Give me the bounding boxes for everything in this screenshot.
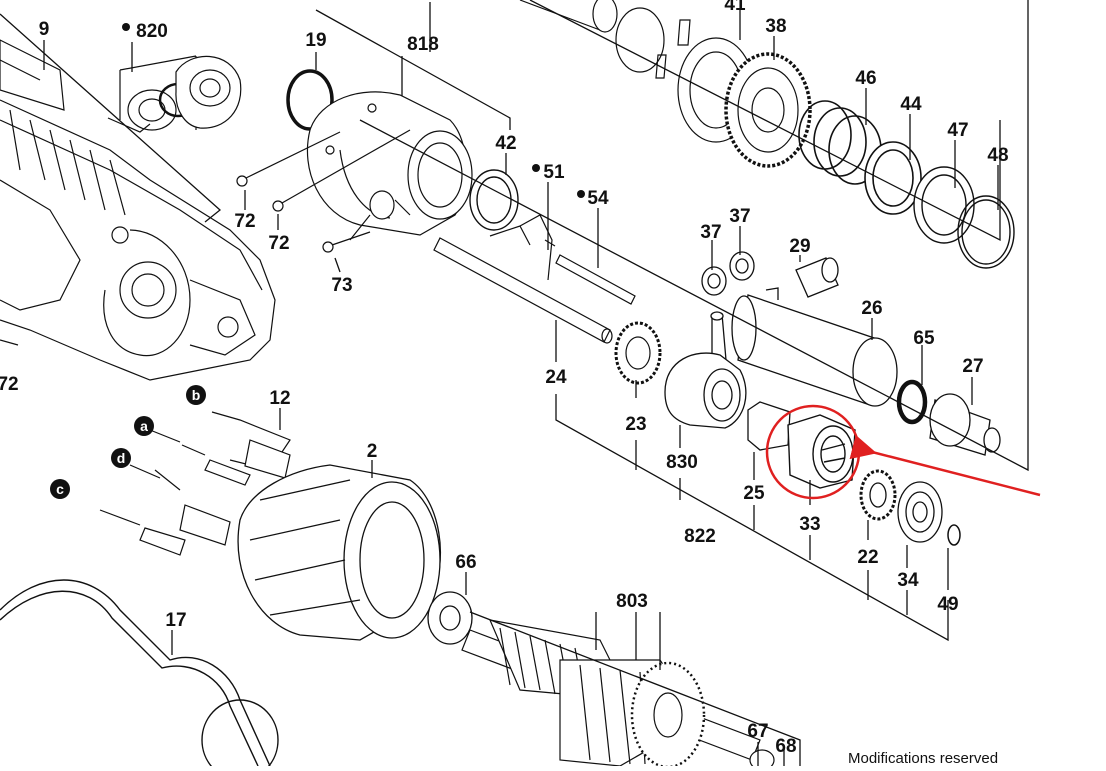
part-label-19: 19 bbox=[305, 30, 326, 51]
pin-29 bbox=[795, 257, 839, 298]
housing-part-9 bbox=[0, 39, 276, 381]
part-label-9: 9 bbox=[39, 19, 50, 40]
badge-letter-c: c bbox=[56, 481, 64, 497]
part-label-72-a: 72 bbox=[234, 211, 255, 232]
part-label-41: 41 bbox=[724, 0, 746, 15]
part-labels: 9 820 19 818 41 38 46 44 47 48 42 51 54 … bbox=[0, 0, 1009, 757]
highlight-arrow bbox=[849, 434, 1041, 497]
part-25 bbox=[747, 401, 791, 451]
part-label-38: 38 bbox=[765, 16, 786, 37]
o-ring-65 bbox=[896, 379, 928, 425]
gear-22 bbox=[859, 469, 897, 521]
part-label-46: 46 bbox=[855, 68, 876, 89]
wobble-bearing-830 bbox=[664, 311, 747, 429]
badge-letter-d: d bbox=[117, 450, 126, 466]
part-label-2: 2 bbox=[367, 441, 378, 462]
leader-lines bbox=[0, 0, 1029, 766]
badge-letter-b: b bbox=[192, 387, 201, 403]
part-label-42: 42 bbox=[495, 133, 516, 154]
connector-badge-b: b bbox=[186, 385, 206, 405]
part-label-54: 54 bbox=[587, 188, 609, 209]
part-label-29: 29 bbox=[789, 236, 810, 257]
part-label-22: 22 bbox=[857, 547, 878, 568]
shaft-24 bbox=[433, 214, 636, 344]
part-label-68: 68 bbox=[775, 736, 796, 757]
stator-2 bbox=[237, 464, 442, 641]
connector-badge-c: c bbox=[50, 479, 70, 499]
brush-holder-12 bbox=[99, 411, 291, 556]
part-label-67: 67 bbox=[747, 721, 768, 742]
part-27 bbox=[929, 393, 1001, 456]
bullet-820 bbox=[122, 23, 130, 31]
gasket-17 bbox=[0, 579, 279, 771]
armature-803 bbox=[461, 619, 775, 771]
part-label-73: 73 bbox=[331, 275, 352, 296]
part-label-818: 818 bbox=[407, 34, 439, 55]
springs-46-44 bbox=[798, 100, 922, 215]
part-41 bbox=[519, 0, 691, 79]
part-label-34: 34 bbox=[897, 570, 919, 591]
part-label-72-c: 72 bbox=[0, 374, 19, 395]
part-label-27: 27 bbox=[962, 356, 983, 377]
part-label-12: 12 bbox=[269, 388, 290, 409]
part-label-51: 51 bbox=[543, 162, 565, 183]
washers-47-48 bbox=[913, 166, 1015, 269]
bullet-51 bbox=[532, 164, 540, 172]
part-label-822: 822 bbox=[684, 526, 716, 547]
badge-letter-a: a bbox=[140, 418, 148, 434]
bullet-54 bbox=[577, 190, 585, 198]
part-label-820: 820 bbox=[136, 21, 168, 42]
part-label-803: 803 bbox=[616, 591, 648, 612]
part-label-25: 25 bbox=[743, 483, 765, 504]
clutch-part-33 bbox=[787, 414, 856, 489]
part-label-33: 33 bbox=[799, 514, 820, 535]
part-label-26: 26 bbox=[861, 298, 882, 319]
part-label-48: 48 bbox=[987, 145, 1008, 166]
tube-26 bbox=[731, 287, 898, 407]
part-label-44: 44 bbox=[900, 94, 922, 115]
part-label-23: 23 bbox=[625, 414, 646, 435]
washers-37 bbox=[701, 251, 755, 296]
screws-72-73 bbox=[236, 129, 411, 253]
bearing-66 bbox=[427, 591, 473, 645]
part-label-66: 66 bbox=[455, 552, 476, 573]
connector-badge-d: d bbox=[111, 448, 131, 468]
ring-42 bbox=[469, 169, 519, 231]
part-label-37-b: 37 bbox=[729, 206, 750, 227]
gear-23 bbox=[614, 321, 662, 385]
part-label-47: 47 bbox=[947, 120, 968, 141]
part-label-17: 17 bbox=[165, 610, 186, 631]
circlip-49 bbox=[947, 524, 961, 546]
gear-38 bbox=[677, 37, 812, 168]
bearing-34 bbox=[897, 481, 943, 543]
part-label-65: 65 bbox=[913, 328, 935, 349]
part-label-830: 830 bbox=[666, 452, 698, 473]
connector-badge-a: a bbox=[134, 416, 154, 436]
part-label-72-b: 72 bbox=[268, 233, 289, 254]
switch-assembly-820 bbox=[107, 55, 242, 133]
part-label-49: 49 bbox=[937, 594, 958, 615]
footer-note: Modifications reserved bbox=[848, 750, 999, 767]
part-label-37-a: 37 bbox=[700, 222, 721, 243]
part-label-24: 24 bbox=[545, 367, 567, 388]
